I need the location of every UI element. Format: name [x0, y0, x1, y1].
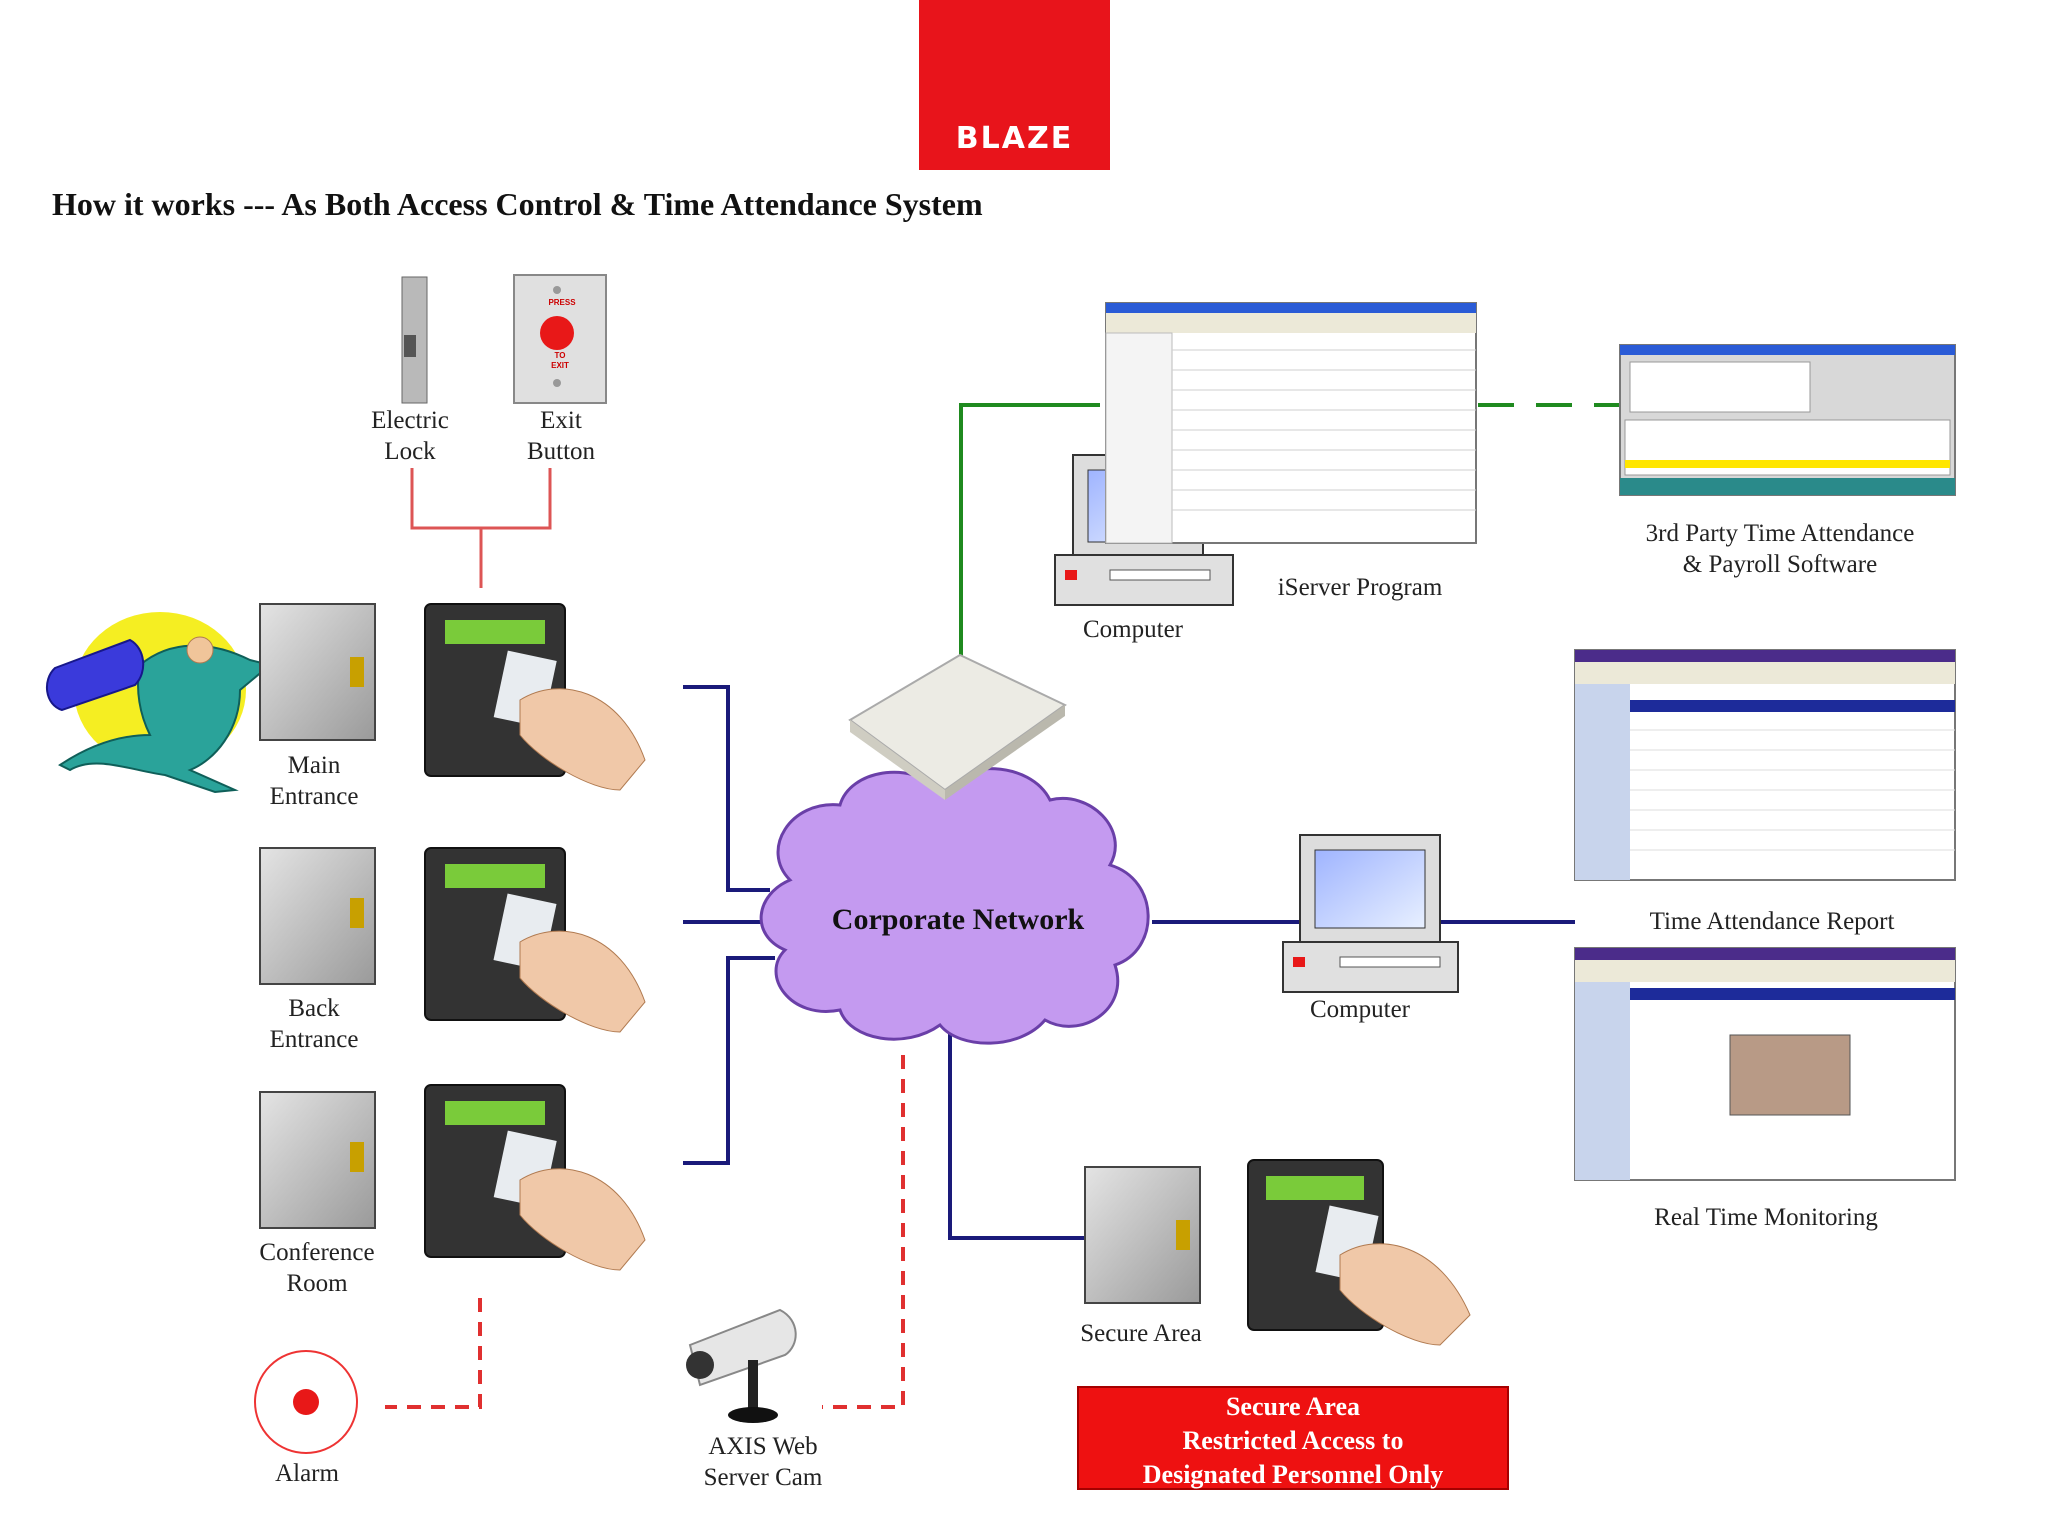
- door-secure: [1084, 1166, 1201, 1304]
- exit-face-press: PRESS: [548, 298, 576, 307]
- corporate-network-label: Corporate Network: [831, 903, 1085, 936]
- real-time-window: [1574, 947, 1956, 1181]
- exit-face-to: TO: [555, 351, 566, 360]
- secure-notice-line3: Designated Personnel Only: [1142, 1460, 1444, 1489]
- card-reader-main: [424, 603, 646, 791]
- exit-button-icon: PRESS TO EXIT: [513, 274, 607, 404]
- time-report-label: Time Attendance Report: [1649, 908, 1895, 935]
- lock-connector: [410, 468, 552, 588]
- card-reader-back: [424, 847, 646, 1033]
- secure-area-notice: Secure Area Restricted Access to Designa…: [1077, 1386, 1509, 1490]
- third-party-window: [1619, 344, 1956, 496]
- diagram-title: How it works --- As Both Access Control …: [52, 186, 983, 222]
- computer-top-label: Computer: [1083, 616, 1183, 643]
- computer-mid-label: Computer: [1310, 996, 1410, 1023]
- exit-face-exit: EXIT: [551, 361, 569, 370]
- door-main: [259, 603, 376, 741]
- network-lines: [683, 685, 1575, 1240]
- alarm-lines: [385, 1055, 905, 1409]
- third-party-label: 3rd Party Time Attendance& Payroll Softw…: [1645, 520, 1915, 578]
- card-reader-secure: [1247, 1159, 1471, 1346]
- card-reader-conference: [424, 1084, 646, 1271]
- computer-mid-icon: [1282, 834, 1459, 993]
- real-time-label: Real Time Monitoring: [1654, 1204, 1878, 1231]
- iserver-label: iServer Program: [1277, 574, 1443, 601]
- secure-notice-line1: Secure Area: [1225, 1392, 1361, 1421]
- axis-camera-icon: [686, 1308, 797, 1423]
- network-hub: [848, 653, 1067, 800]
- alarm-label: Alarm: [275, 1460, 339, 1487]
- door-conference: [259, 1091, 376, 1229]
- iserver-window: [1105, 302, 1477, 544]
- person-icon: [46, 612, 273, 794]
- time-report-window: [1574, 649, 1956, 881]
- corporate-network-cloud: [759, 767, 1150, 1045]
- secure-area-label: Secure Area: [1080, 1320, 1202, 1347]
- secure-notice-line2: Restricted Access to: [1182, 1426, 1404, 1455]
- electric-lock-icon: [401, 276, 428, 404]
- green-lines: [959, 403, 1622, 668]
- blaze-logo: BLAZE: [919, 0, 1110, 170]
- door-back: [259, 847, 376, 985]
- logo-text: BLAZE: [955, 121, 1074, 156]
- alarm-icon: [254, 1350, 358, 1454]
